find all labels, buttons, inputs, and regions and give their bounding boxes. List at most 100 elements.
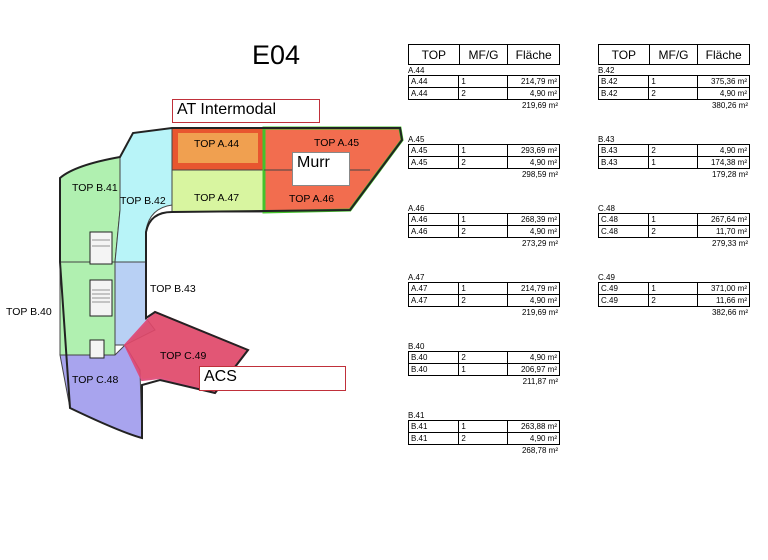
cell-top: B.41 bbox=[409, 433, 460, 444]
building-outline bbox=[59, 127, 404, 440]
unit-label-b42: TOP B.42 bbox=[120, 195, 166, 207]
header-top: TOP bbox=[409, 45, 460, 64]
cell-area: 4,90 m² bbox=[529, 89, 558, 98]
cell-area: 4,90 m² bbox=[529, 296, 558, 305]
unit-label-a47: TOP A.47 bbox=[194, 192, 240, 204]
header-mfg: MF/G bbox=[650, 45, 699, 64]
table-header: TOP MF/G Fläche bbox=[598, 44, 750, 65]
unit-label-b41: TOP B.41 bbox=[72, 182, 118, 194]
cell-mfg: 2 bbox=[459, 88, 508, 99]
cell-top: A.47 bbox=[409, 283, 460, 294]
group-title: C.49 bbox=[598, 273, 615, 282]
cell-area: 11,66 m² bbox=[716, 296, 748, 305]
cell-top: A.45 bbox=[409, 145, 460, 156]
cell-area: 174,38 m² bbox=[710, 158, 748, 167]
cell-area: 371,00 m² bbox=[710, 284, 748, 293]
header-top: TOP bbox=[599, 45, 650, 64]
group-title: B.40 bbox=[408, 342, 425, 351]
cell-area: 4,90 m² bbox=[529, 158, 558, 167]
cell-mfg: 1 bbox=[459, 214, 508, 225]
cell-top: B.43 bbox=[599, 157, 650, 168]
unit-label-a45: TOP A.45 bbox=[314, 137, 360, 149]
tenant-label-intermodal: AT Intermodal bbox=[172, 99, 320, 123]
cell-area: 4,90 m² bbox=[529, 353, 558, 362]
cell-mfg: 1 bbox=[649, 214, 698, 225]
group-total: 219,69 m² bbox=[521, 308, 558, 317]
table-header: TOP MF/G Fläche bbox=[408, 44, 560, 65]
cell-mfg: 2 bbox=[649, 88, 698, 99]
group-total: 382,66 m² bbox=[711, 308, 748, 317]
cell-top: A.46 bbox=[409, 214, 460, 225]
cell-area: 267,64 m² bbox=[710, 215, 748, 224]
cell-mfg: 1 bbox=[459, 364, 508, 375]
cell-top: B.40 bbox=[409, 352, 460, 363]
unit-c48-area bbox=[59, 344, 143, 439]
core-lift bbox=[89, 339, 105, 359]
cell-top: B.43 bbox=[599, 145, 650, 156]
header-mfg: MF/G bbox=[460, 45, 509, 64]
unit-label-a44: TOP A.44 bbox=[194, 138, 240, 150]
header-flaeche: Fläche bbox=[515, 47, 552, 62]
cell-top: C.49 bbox=[599, 283, 650, 294]
unit-label-a46: TOP A.46 bbox=[289, 193, 335, 205]
cell-area: 4,90 m² bbox=[529, 434, 558, 443]
group-total: 219,69 m² bbox=[521, 101, 558, 110]
cell-mfg: 2 bbox=[649, 145, 698, 156]
group-title: A.44 bbox=[408, 66, 425, 75]
cell-mfg: 2 bbox=[649, 295, 698, 306]
cell-mfg: 1 bbox=[459, 283, 508, 294]
cell-area: 4,90 m² bbox=[529, 227, 558, 236]
unit-label-c49: TOP C.49 bbox=[160, 350, 207, 362]
unit-label-b40: TOP B.40 bbox=[6, 306, 52, 318]
group-title: B.41 bbox=[408, 411, 425, 420]
group-total: 179,28 m² bbox=[711, 170, 748, 179]
cell-mfg: 2 bbox=[459, 226, 508, 237]
cell-mfg: 1 bbox=[649, 157, 698, 168]
group-total: 273,29 m² bbox=[521, 239, 558, 248]
cell-top: A.44 bbox=[409, 88, 460, 99]
group-total: 268,78 m² bbox=[521, 446, 558, 455]
unit-label-b43: TOP B.43 bbox=[150, 283, 196, 295]
header-flaeche: Fläche bbox=[705, 47, 742, 62]
cell-top: B.42 bbox=[599, 88, 650, 99]
cell-area: 4,90 m² bbox=[719, 146, 748, 155]
core-stair-upper bbox=[89, 231, 113, 265]
cell-mfg: 2 bbox=[459, 433, 508, 444]
cell-top: C.49 bbox=[599, 295, 650, 306]
cell-mfg: 1 bbox=[459, 421, 508, 432]
cell-area: 214,79 m² bbox=[520, 77, 558, 86]
group-total: 211,87 m² bbox=[522, 377, 558, 386]
cell-top: C.48 bbox=[599, 226, 650, 237]
cell-mfg: 2 bbox=[459, 157, 508, 168]
group-title: B.43 bbox=[598, 135, 615, 144]
group-total: 380,26 m² bbox=[711, 101, 748, 110]
group-total: 279,33 m² bbox=[711, 239, 748, 248]
cell-area: 206,97 m² bbox=[520, 365, 558, 374]
cell-area: 293,69 m² bbox=[520, 146, 558, 155]
tenant-label-murr: Murr bbox=[292, 152, 350, 186]
cell-mfg: 2 bbox=[459, 352, 508, 363]
group-title: A.47 bbox=[408, 273, 425, 282]
cell-mfg: 2 bbox=[459, 295, 508, 306]
group-title: A.46 bbox=[408, 204, 425, 213]
